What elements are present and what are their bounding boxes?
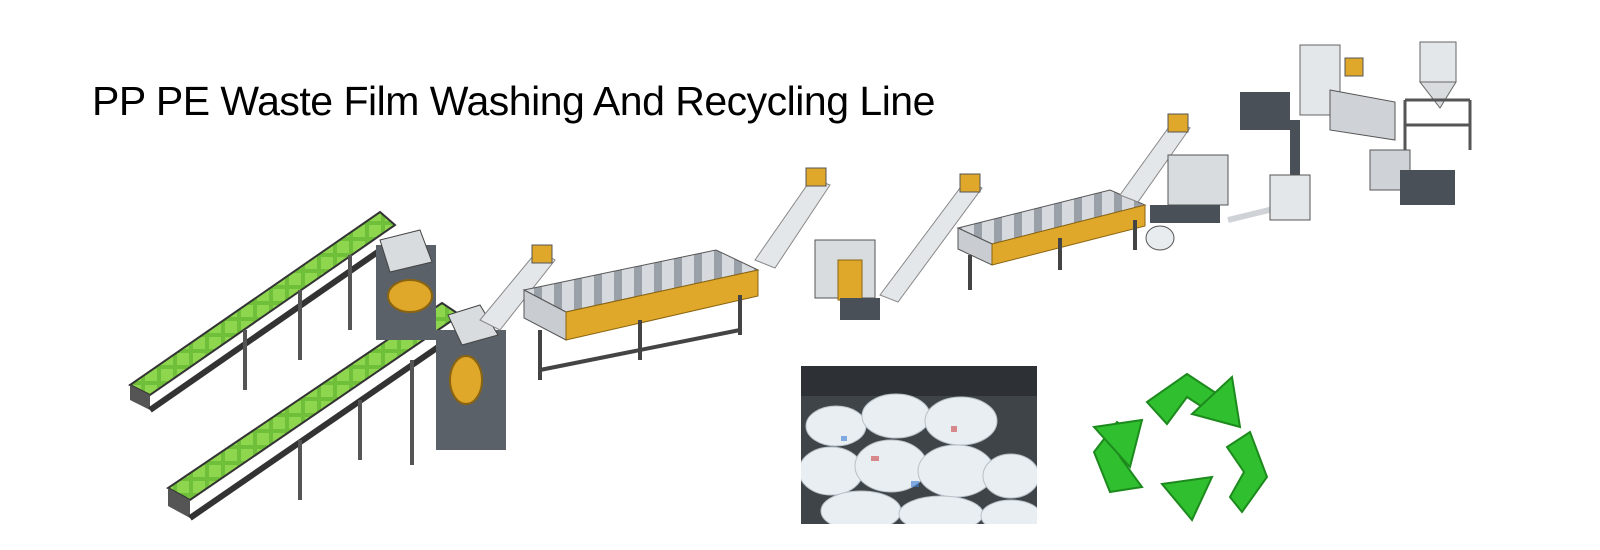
dryer <box>1145 154 1291 251</box>
feeding-conveyor-upper <box>128 210 397 413</box>
floating-washing-tank-2 <box>956 189 1147 290</box>
screw-loader-2 <box>754 167 831 269</box>
floating-washing-tank-1 <box>522 249 760 380</box>
screw-loader-3 <box>879 173 983 303</box>
crusher-upper <box>376 229 436 340</box>
waste-film-bales-photo <box>801 366 1037 524</box>
recycle-icon <box>1092 372 1272 527</box>
screw-loader-1 <box>479 244 556 331</box>
pelletizing-extruder <box>1240 44 1455 221</box>
screw-loader-4 <box>1119 113 1191 203</box>
banner-title: PP PE Waste Film Washing And Recycling L… <box>92 78 935 124</box>
dewatering-machine <box>814 239 880 320</box>
cyclone-silo <box>1403 41 1472 150</box>
feeding-conveyor-lower <box>166 301 462 521</box>
